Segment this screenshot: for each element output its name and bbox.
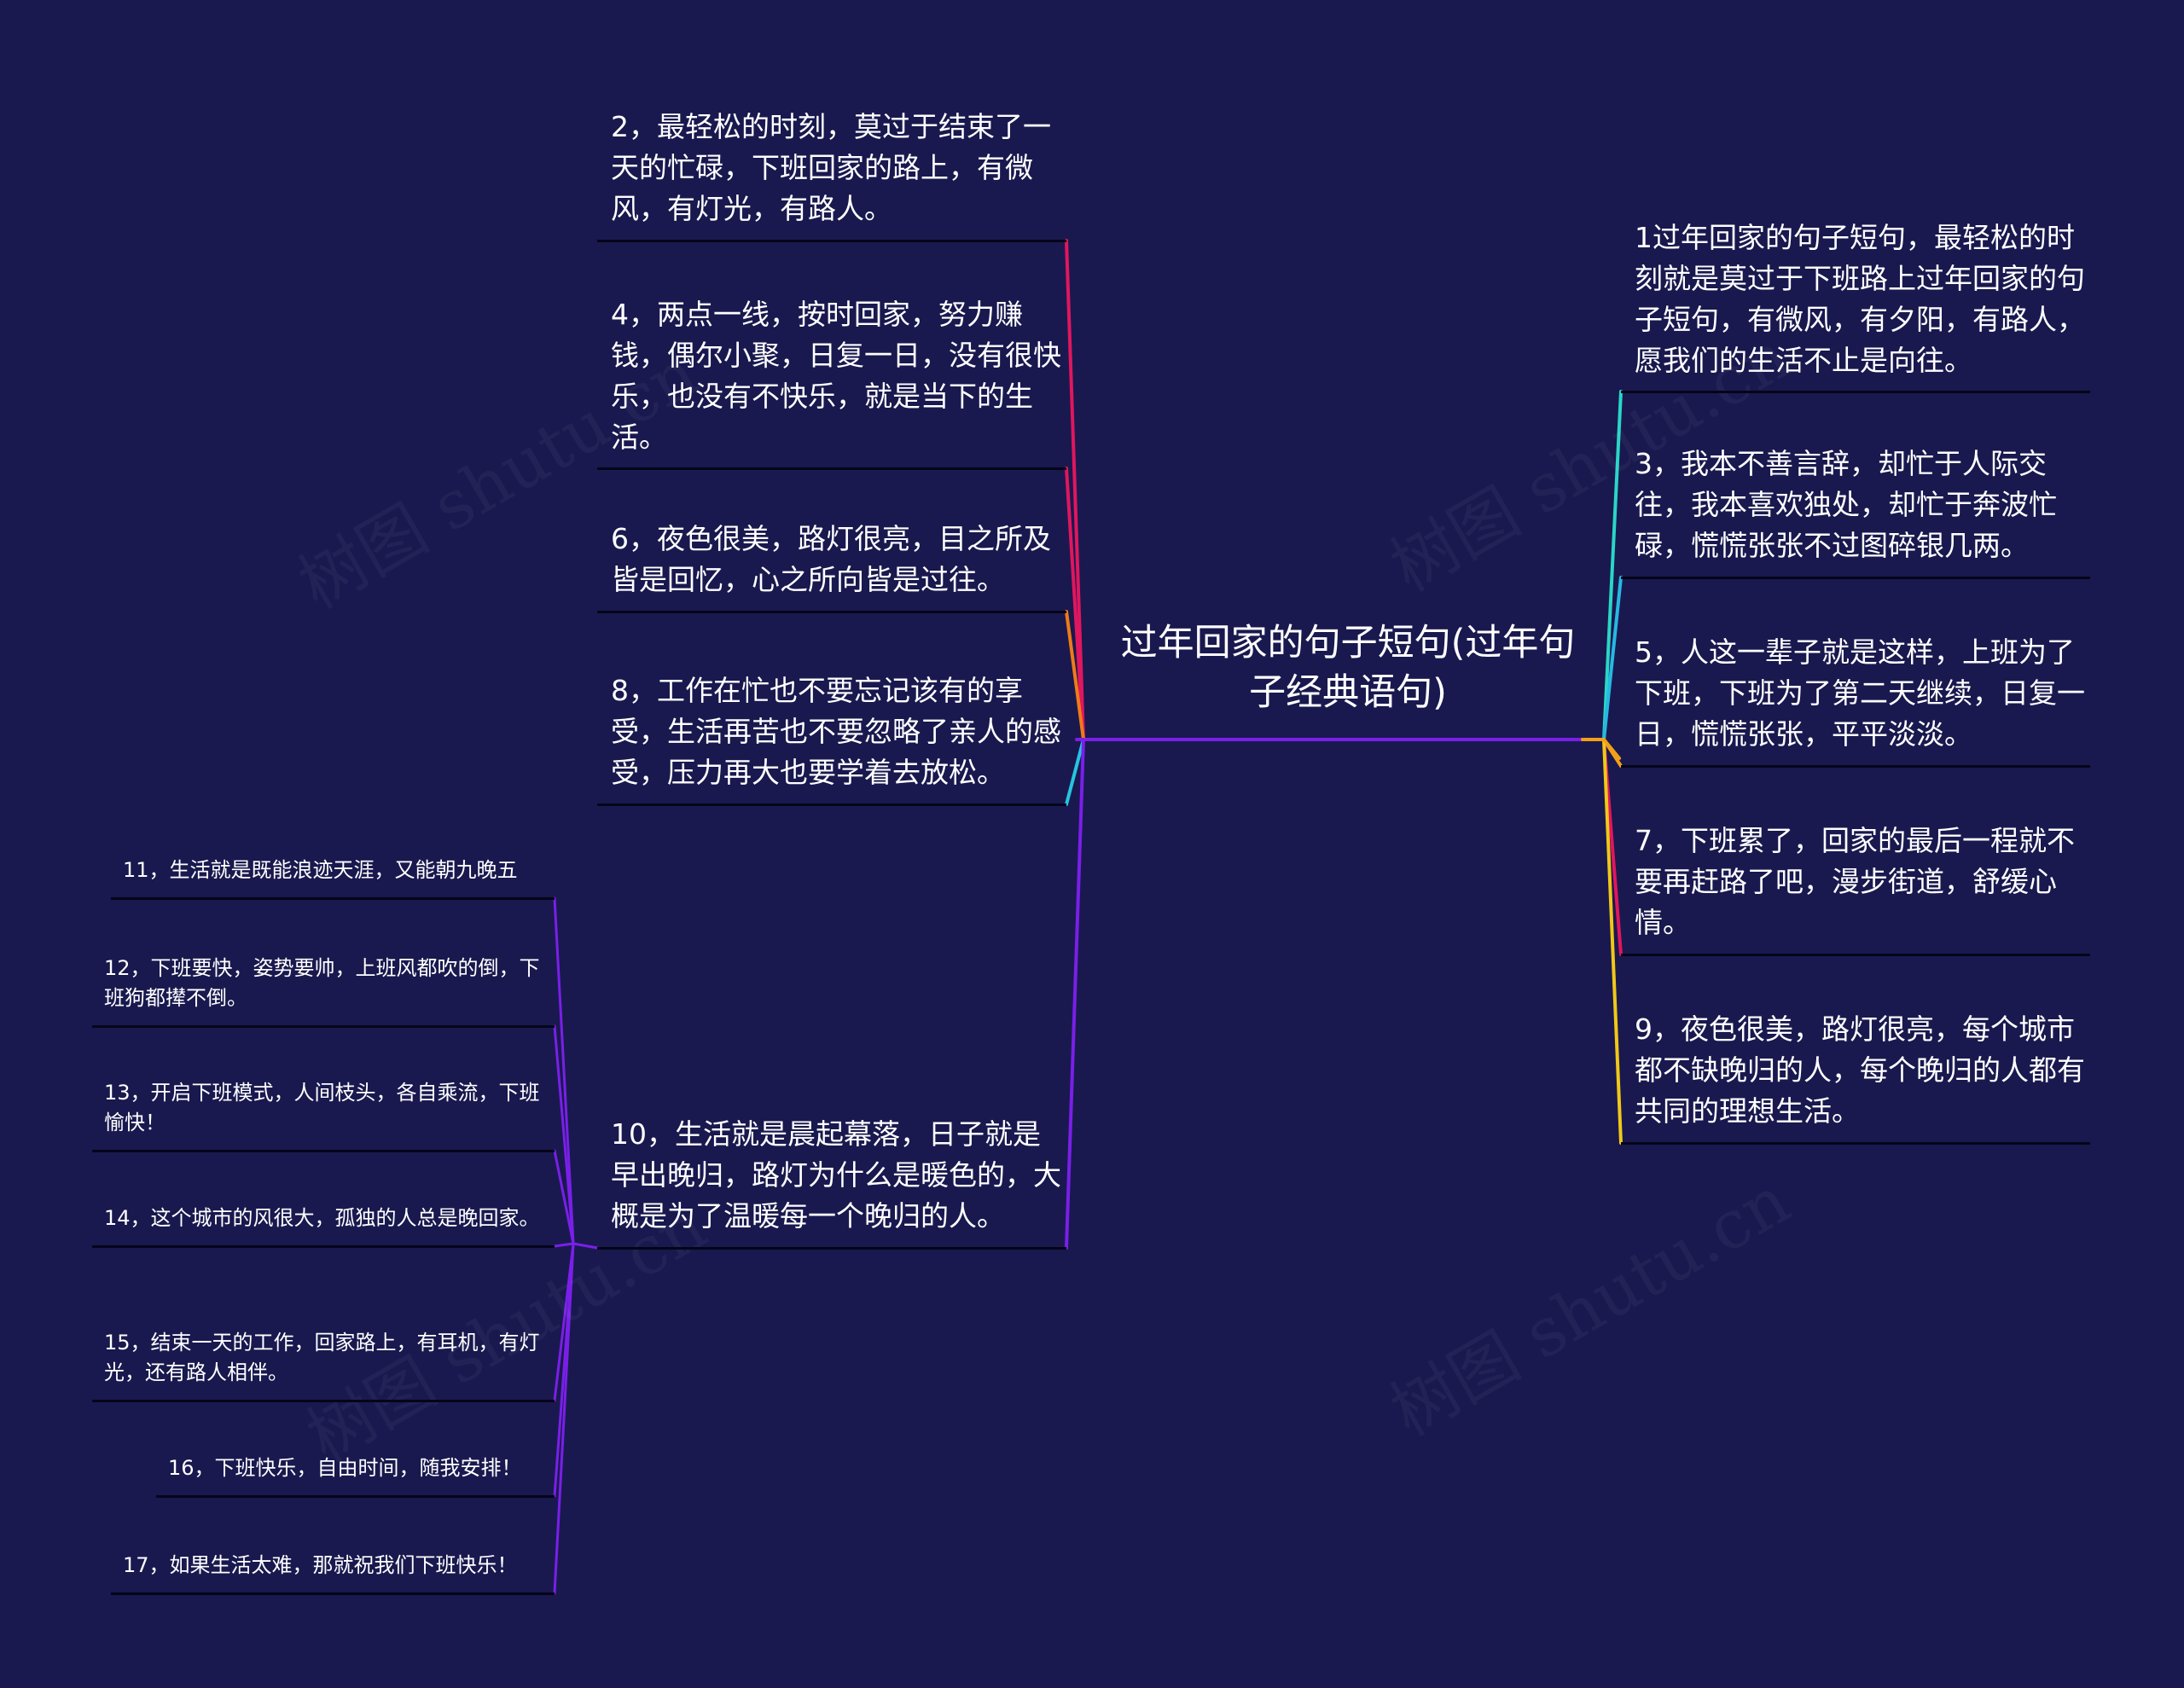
branch-node[interactable]: 3，我本不善言辞，却忙于人际交往，我本喜欢独处，却忙于奔波忙碌，慌慌张张不过图碎… [1621, 444, 2090, 579]
leaf-node-label: 13，开启下班模式，人间枝头，各自乘流，下班愉快！ [104, 1081, 540, 1134]
branch-node[interactable]: 10，生活就是晨起幕落，日子就是早出晚归，路灯为什么是暖色的，大概是为了温暖每一… [597, 1114, 1066, 1250]
leaf-node[interactable]: 16，下班快乐，自由时间，随我安排！ [156, 1453, 555, 1498]
branch-node-label: 6，夜色很美，路灯很亮，目之所及皆是回忆，心之所向皆是过往。 [611, 522, 1051, 596]
branch-connector [1065, 467, 1085, 741]
branch-node[interactable]: 4，两点一线，按时回家，努力赚钱，偶尔小聚，日复一日，没有很快乐，也没有不快乐，… [597, 294, 1066, 471]
child-connector [553, 1149, 575, 1245]
branch-node-label: 1过年回家的句子短句，最轻松的时刻就是莫过于下班路上过年回家的句子短句，有微风，… [1635, 221, 2085, 377]
leaf-node-label: 15，结束一天的工作，回家路上，有耳机，有灯光，还有路人相伴。 [104, 1331, 540, 1384]
branch-node[interactable]: 7，下班累了，回家的最后一程就不要再赶路了吧，漫步街道，舒缓心情。 [1621, 821, 2090, 956]
child-connector [553, 1024, 575, 1245]
leaf-node[interactable]: 17，如果生活太难，那就祝我们下班快乐！ [111, 1551, 555, 1595]
leaf-node[interactable]: 12，下班要快，姿势要帅，上班风都吹的倒，下班狗都撵不倒。 [92, 954, 555, 1028]
leaf-node-label: 12，下班要快，姿势要帅，上班风都吹的倒，下班狗都撵不倒。 [104, 956, 540, 1010]
leaf-node[interactable]: 13，开启下班模式，人间枝头，各自乘流，下班愉快！ [92, 1078, 555, 1152]
branch-connector [1602, 738, 1623, 1145]
branch-node[interactable]: 6，夜色很美，路灯很亮，目之所及皆是回忆，心之所向皆是过往。 [597, 519, 1066, 613]
leaf-node[interactable]: 15，结束一天的工作，回家路上，有耳机，有灯光，还有路人相伴。 [92, 1328, 555, 1402]
branch-node[interactable]: 1过年回家的句子短句，最轻松的时刻就是莫过于下班路上过年回家的句子短句，有微风，… [1621, 218, 2090, 394]
child-connector [553, 1242, 575, 1595]
branch-node-label: 2，最轻松的时刻，莫过于结束了一天的忙碌，下班回家的路上，有微风，有灯光，有路人… [611, 110, 1051, 225]
branch-node-label: 4，两点一线，按时回家，努力赚钱，偶尔小聚，日复一日，没有很快乐，也没有不快乐，… [611, 298, 1061, 454]
hub-stub [1602, 738, 1621, 760]
branch-connector [1065, 738, 1085, 1250]
leaf-node-label: 16，下班快乐，自由时间，随我安排！ [168, 1456, 522, 1480]
branch-node[interactable]: 8，工作在忙也不要忘记该有的享受，生活再苦也不要忽略了亲人的感受，压力再大也要学… [597, 670, 1066, 806]
child-connector [553, 1242, 575, 1248]
leaf-node-label: 17，如果生活太难，那就祝我们下班快乐！ [123, 1553, 518, 1577]
leaf-node-label: 14，这个城市的风很大，孤独的人总是晚回家。 [104, 1206, 540, 1230]
branch-node-label: 7，下班累了，回家的最后一程就不要再赶路了吧，漫步街道，舒缓心情。 [1635, 824, 2075, 939]
branch-node[interactable]: 5，人这一辈子就是这样，上班为了下班，下班为了第二天继续，日复一日，慌慌张张，平… [1621, 632, 2090, 768]
branch-node-label: 3，我本不善言辞，却忙于人际交往，我本喜欢独处，却忙于奔波忙碌，慌慌张张不过图碎… [1635, 447, 2057, 562]
branch-node-label: 5，人这一辈子就是这样，上班为了下班，下班为了第二天继续，日复一日，慌慌张张，平… [1635, 635, 2085, 751]
branch-connector [1065, 738, 1085, 806]
branch-node-label: 10，生活就是晨起幕落，日子就是早出晚归，路灯为什么是暖色的，大概是为了温暖每一… [611, 1117, 1061, 1233]
branch-connector [1602, 390, 1623, 741]
branch-node[interactable]: 2，最轻松的时刻，莫过于结束了一天的忙碌，下班回家的路上，有微风，有灯光，有路人… [597, 107, 1066, 242]
branch-connector [1065, 239, 1085, 741]
leaf-node-label: 11，生活就是既能浪迹天涯，又能朝九晚五 [123, 858, 518, 882]
branch-connector [1065, 610, 1085, 741]
root-topic[interactable]: 过年回家的句子短句(过年句子经典语句) [1109, 618, 1587, 717]
branch-node-label: 8，工作在忙也不要忘记该有的享受，生活再苦也不要忽略了亲人的感受，压力再大也要学… [611, 674, 1061, 789]
branch-connector [1602, 576, 1623, 741]
leaf-node[interactable]: 11，生活就是既能浪迹天涯，又能朝九晚五 [111, 856, 555, 900]
branch-node-label: 9，夜色很美，路灯很亮，每个城市都不缺晚归的人，每个晚归的人都有共同的理想生活。 [1635, 1012, 2085, 1128]
child-connector [553, 896, 575, 1245]
leaf-node[interactable]: 14，这个城市的风很大，孤独的人总是晚回家。 [92, 1204, 555, 1248]
branch-node[interactable]: 9，夜色很美，路灯很亮，每个城市都不缺晚归的人，每个晚归的人都有共同的理想生活。 [1621, 1009, 2090, 1145]
root-topic-label: 过年回家的句子短句(过年句子经典语句) [1120, 622, 1576, 715]
child-trunk-connector [572, 1242, 599, 1250]
